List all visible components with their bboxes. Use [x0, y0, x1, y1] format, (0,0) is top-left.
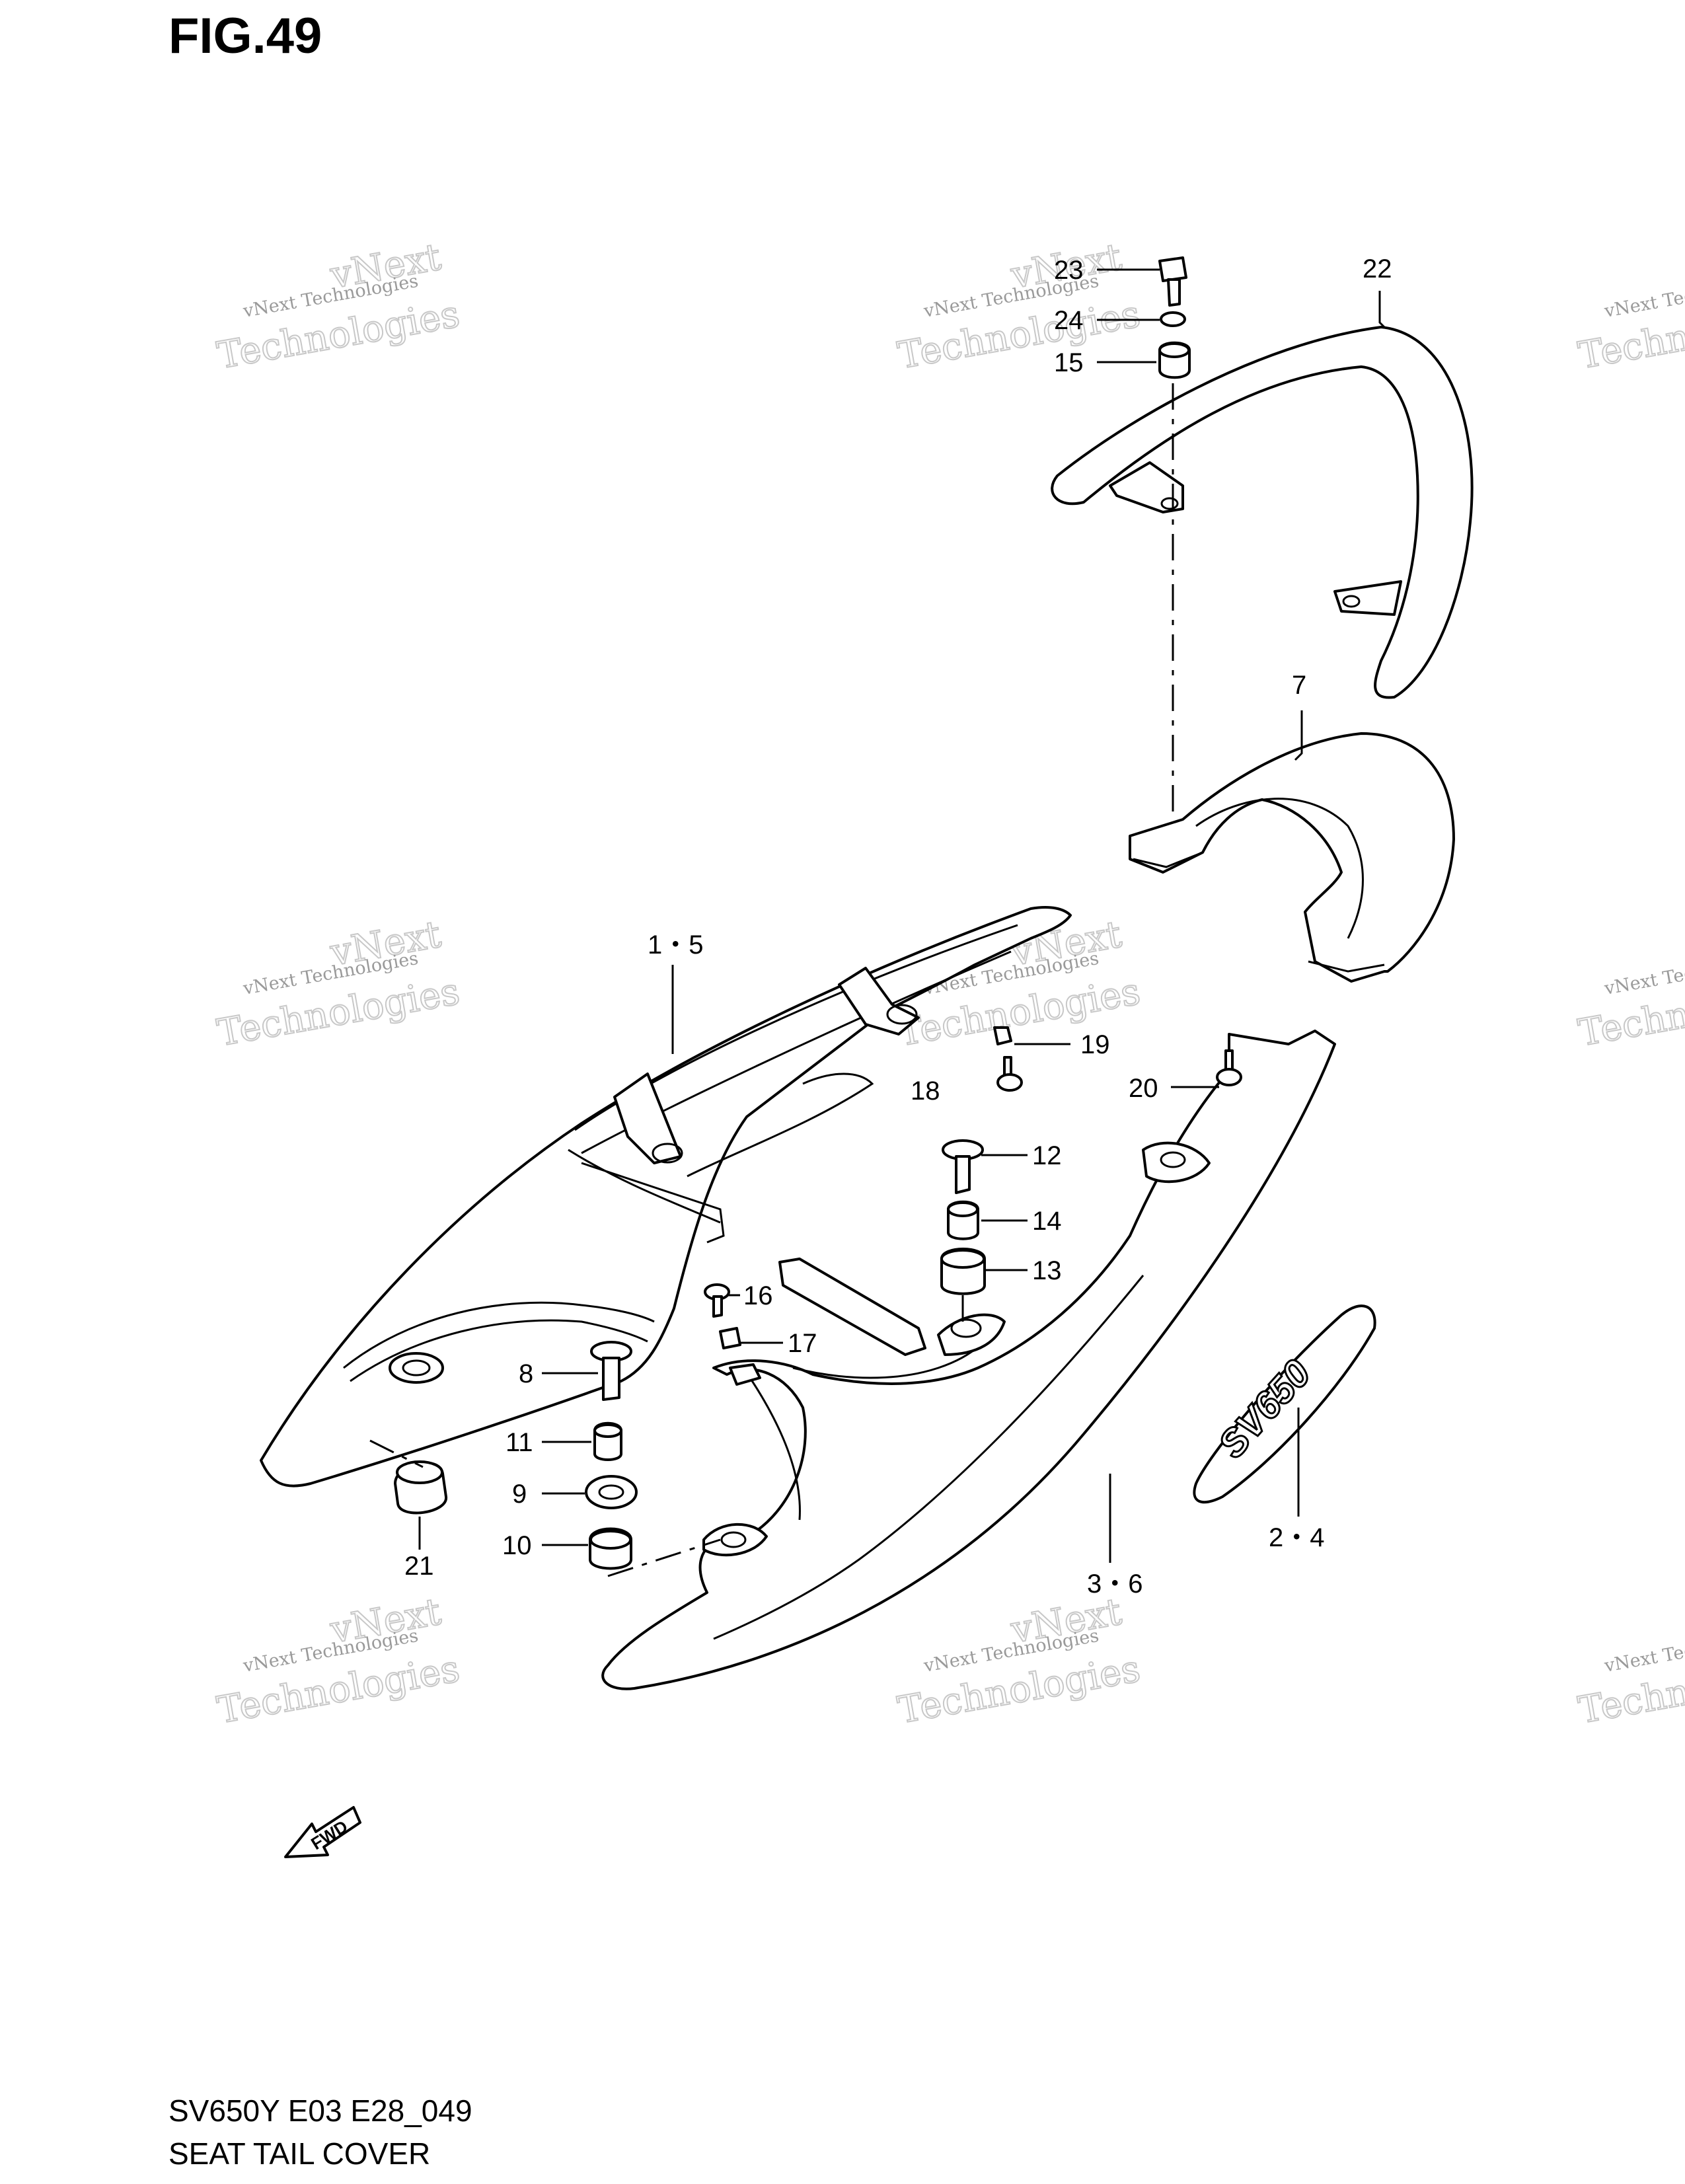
- washer-part-24: [1160, 311, 1186, 327]
- callout-8: 8: [519, 1359, 533, 1388]
- bolt-part-23: [1158, 256, 1187, 307]
- nut-part-17: [719, 1327, 741, 1349]
- grommet-part-13: [940, 1248, 986, 1295]
- callout-2-4: 2・4: [1269, 1523, 1325, 1552]
- watermark-mid-right: vNext Technologies Technologies: [1575, 948, 1685, 1056]
- nut-part-19: [993, 1026, 1012, 1045]
- grommet-part-21: [394, 1460, 447, 1515]
- callout-16: 16: [743, 1281, 773, 1310]
- callout-1-5: 1・5: [648, 930, 704, 960]
- callout-20: 20: [1129, 1074, 1158, 1103]
- assembly-line-21: [369, 1439, 424, 1468]
- watermark-text: vNext Technologies: [1602, 1626, 1685, 1676]
- watermark-top-left: vNext vNext Technologies Technologies: [213, 235, 463, 379]
- callout-12: 12: [1032, 1141, 1062, 1170]
- watermark-top-right: vNext Technologies Technologies: [1575, 271, 1685, 379]
- callout-7: 7: [1292, 671, 1306, 700]
- bolt-part-12: [942, 1139, 984, 1194]
- leader-lines: [418, 268, 1386, 1563]
- figure-title: FIG.49: [168, 8, 322, 64]
- callout-9: 9: [512, 1480, 527, 1509]
- seat-tail-frame-part-1-5: [260, 906, 1072, 1487]
- assembly-line-10: [607, 1538, 721, 1577]
- cushion-part-15: [1158, 341, 1191, 379]
- screw-part-16: [704, 1283, 730, 1318]
- screw-part-18: [996, 1056, 1023, 1092]
- screw-part-20: [1216, 1049, 1242, 1086]
- watermark-bottom-mid: vNext vNext Technologies Technologies: [894, 1590, 1144, 1733]
- callout-18: 18: [911, 1076, 940, 1106]
- callout-24: 24: [1054, 306, 1084, 335]
- tail-cover-part-7: [1129, 732, 1455, 983]
- watermark-text: vNext Technologies: [1602, 271, 1685, 322]
- seat-tail-cover-part-3-6: [601, 1030, 1336, 1690]
- watermark-top-mid: vNext vNext Technologies Technologies: [894, 235, 1144, 379]
- callout-17: 17: [788, 1329, 817, 1358]
- grab-rail-part-22: [1051, 326, 1474, 699]
- callout-3-6: 3・6: [1087, 1569, 1143, 1599]
- callout-13: 13: [1032, 1256, 1062, 1285]
- callout-labels: 23 24 15 22 7 1・5 19 18 20 12 14 13 16 1…: [404, 254, 1392, 1599]
- callout-21: 21: [404, 1552, 434, 1581]
- callout-22: 22: [1363, 254, 1392, 283]
- emblem-part-2-4: SV650: [1193, 1304, 1376, 1504]
- watermark-text: vNext Technologies: [1602, 948, 1685, 999]
- callout-11: 11: [506, 1428, 533, 1457]
- collar-part-11: [593, 1421, 622, 1461]
- grommet-part-10: [589, 1527, 632, 1570]
- collar-part-14: [947, 1200, 979, 1240]
- callout-14: 14: [1032, 1207, 1062, 1236]
- watermark-mid-left: vNext vNext Technologies Technologies: [213, 913, 463, 1056]
- callout-23: 23: [1054, 256, 1084, 285]
- model-code: SV650Y E03 E28_049: [168, 2093, 472, 2128]
- watermark-bottom-left: vNext vNext Technologies Technologies: [213, 1590, 463, 1733]
- watermark-bottom-right: vNext Technologies Technologies: [1575, 1626, 1685, 1733]
- washer-part-9: [585, 1475, 638, 1509]
- callout-10: 10: [502, 1531, 532, 1560]
- bolt-part-8: [590, 1341, 632, 1401]
- callout-19: 19: [1080, 1030, 1110, 1059]
- callout-15: 15: [1054, 348, 1084, 377]
- figure-caption: SEAT TAIL COVER: [168, 2136, 430, 2171]
- fwd-arrow-icon: FWD: [284, 1806, 361, 1858]
